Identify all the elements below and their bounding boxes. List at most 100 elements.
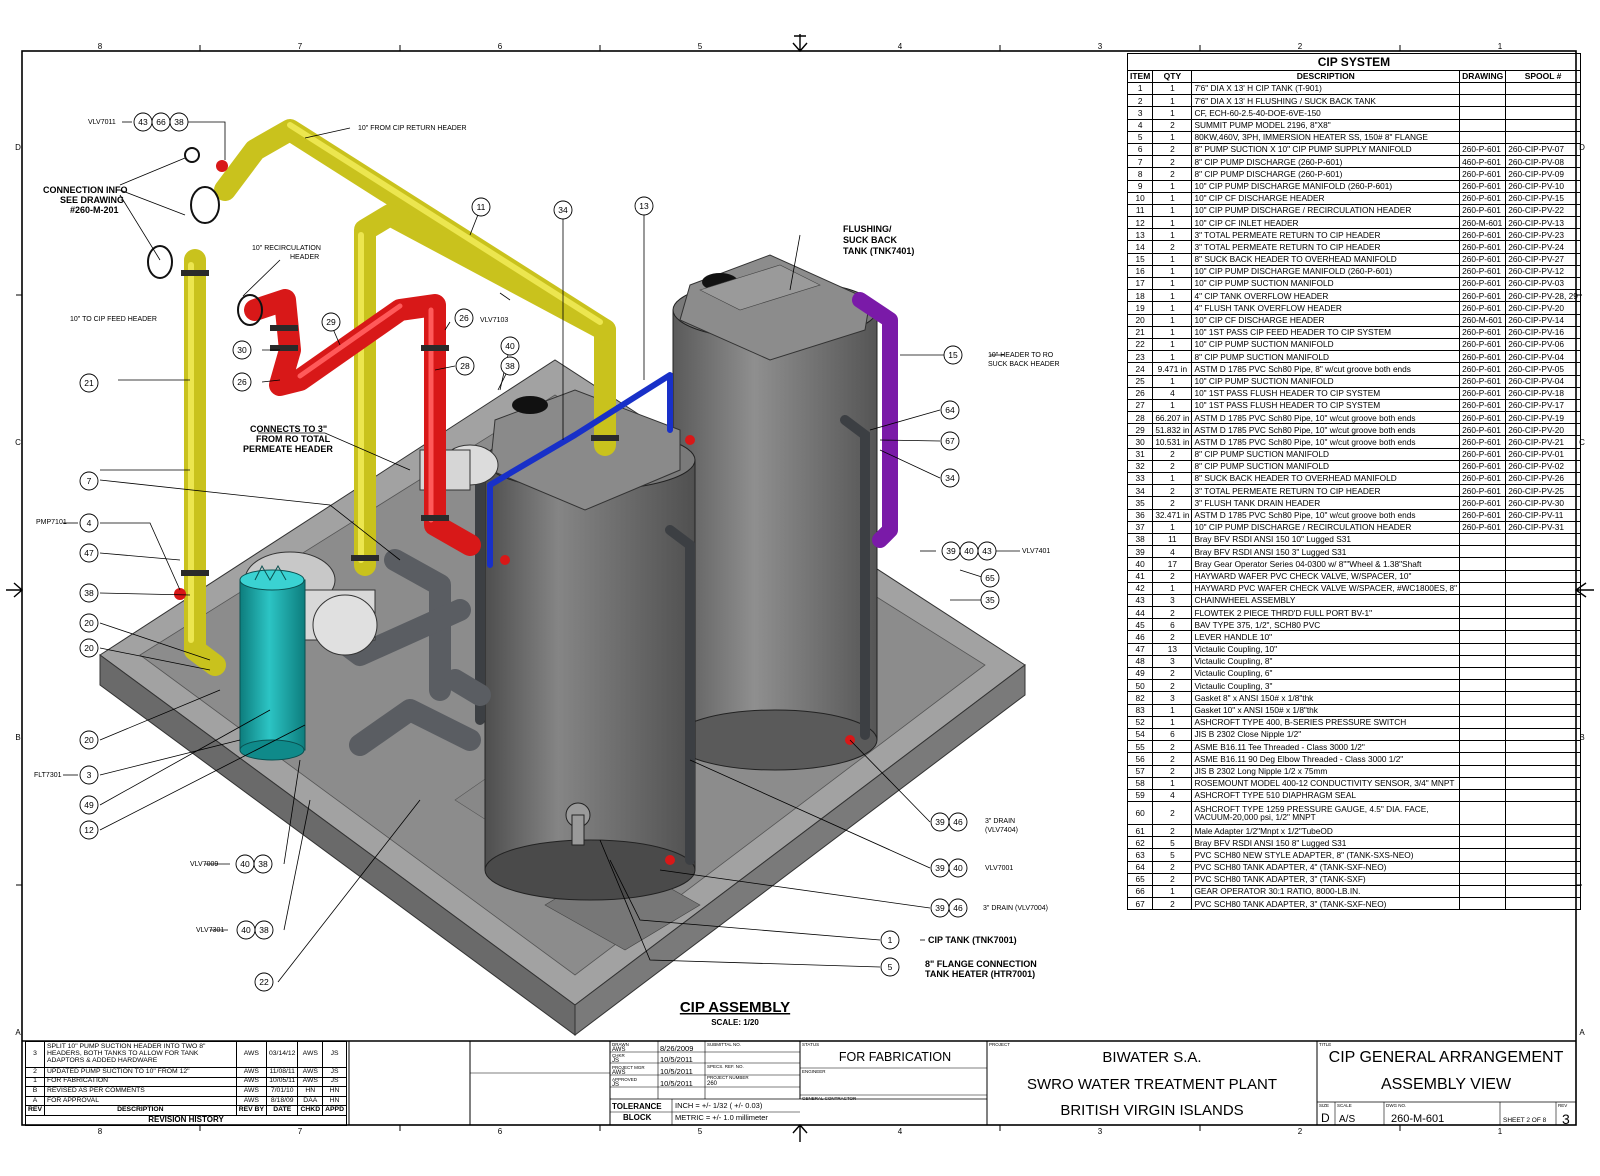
leader-lines [63,121,1020,983]
bom-spool [1505,679,1581,693]
bom-drawing [1459,81,1507,96]
bom-qty: 2 [1152,630,1193,644]
zone-bottom-5: 5 [698,1127,703,1136]
bom-drawing [1459,557,1507,571]
bom-description: 8" SUCK BACK HEADER TO OVERHEAD MANIFOLD [1191,471,1461,486]
bom-drawing [1459,545,1507,559]
bom-qty: 1 [1152,191,1193,205]
bom-qty: 1 [1152,337,1193,352]
bom-drawing: 260-P-601 [1459,459,1507,474]
bom-drawing: 260-P-601 [1459,350,1507,364]
bom-description: GEAR OPERATOR 30:1 RATIO, 8000-LB.IN. [1191,884,1461,899]
bom-item: 38 [1126,532,1154,547]
rev-description: FOR APPROVAL [43,1095,237,1107]
rev-appd: HN [322,1095,347,1107]
bubble-39: 39 [935,903,945,913]
bom-drawing: 260-P-601 [1459,289,1507,303]
bubble-3: 3 [87,770,92,780]
bom-spool [1505,666,1581,681]
bom-description: Bray BFV RSDI ANSI 150 10" Lugged S31 [1191,532,1461,547]
bom-title: CIP SYSTEM [1127,53,1581,71]
bom-qty: 2 [1152,142,1193,157]
bom-item: 35 [1126,496,1154,510]
bubble-40: 40 [241,925,251,935]
bom-drawing [1459,691,1507,705]
bom-spool: 260-CIP-PV-16 [1505,325,1581,339]
blue-permeate-pipe [487,372,673,568]
status-label: STATUS [802,1042,819,1047]
bom-item: 31 [1126,447,1154,461]
check-label: CHKR [612,1053,626,1058]
bom-spool [1505,824,1581,838]
bom-description: 4" CIP TANK OVERFLOW HEADER [1191,289,1461,303]
zone-bottom-7: 7 [298,1127,303,1136]
cip-system-bill-of-materials: CIP SYSTEM ITEM QTY DESCRIPTION DRAWING … [1126,53,1581,911]
bom-spool: 260-CIP-PV-20 [1505,301,1581,315]
bom-item: 62 [1126,836,1154,850]
zone-left-a: A [15,1028,21,1037]
bom-drawing: 260-P-601 [1459,203,1507,218]
bom-qty: 1 [1152,301,1193,315]
revision-history-label: REVISION HISTORY [25,1114,347,1126]
bom-item: 42 [1126,581,1154,595]
bom-drawing: 260-P-601 [1459,374,1507,388]
rev-description: FOR FABRICATION [43,1076,237,1088]
zone-top-4: 4 [898,42,903,51]
rev-label: REV [1558,1103,1567,1108]
rev-appd: JS [322,1067,347,1078]
bom-description: FLOWTEK 2 PIECE THRD'D FULL PORT BV-1" [1191,606,1461,620]
rev-by: AWS [235,1067,268,1078]
bom-item: 12 [1126,216,1154,230]
bom-item: 64 [1126,860,1154,874]
bom-spool [1505,801,1581,826]
bom-drawing [1459,532,1507,547]
bom-qty: 1 [1152,520,1193,534]
bom-qty: 2 [1152,447,1193,461]
bom-item: 1 [1126,81,1154,96]
bom-description: 8" CIP PUMP SUCTION MANIFOLD [1191,459,1461,474]
center-arrows [6,34,1594,1142]
bom-drawing: 260-M-601 [1459,313,1507,327]
bom-spool [1505,727,1581,742]
bom-qty: 1 [1152,130,1193,144]
tolerance-inch: INCH = +/- 1/32 ( +/- 0.03) [675,1101,763,1110]
bom-qty: 2 [1152,167,1193,181]
bom-drawing: 260-P-601 [1459,411,1507,425]
bom-spool [1505,848,1581,862]
bom-spool: 260-CIP-PV-18 [1505,386,1581,400]
bom-spool [1505,532,1581,547]
bom-spool [1505,691,1581,705]
bom-drawing: 260-P-601 [1459,276,1507,291]
bom-drawing: 260-P-601 [1459,447,1507,461]
bom-qty: 3 [1152,654,1193,669]
bom-spool: 260-CIP-PV-19 [1505,411,1581,425]
bom-description: 8" CIP PUMP SUCTION MANIFOLD [1191,350,1461,364]
bom-drawing [1459,872,1507,887]
zone-right-d: D [1579,143,1585,152]
bom-item: 8 [1126,167,1154,181]
bom-qty: 2 [1152,496,1193,510]
bom-qty: 2 [1152,606,1193,620]
bubble-34: 34 [945,473,955,483]
rev-number: A [25,1095,45,1107]
bom-qty: 5 [1152,848,1193,862]
bom-item: 10 [1126,191,1154,205]
bom-drawing [1459,897,1507,911]
drawing-title: CIP ASSEMBLY [680,999,790,1016]
bom-spool [1505,81,1581,96]
bom-description: ASME B16.11 90 Deg Elbow Threaded - Clas… [1191,752,1461,766]
bom-drawing [1459,630,1507,644]
bom-qty: 3 [1152,593,1193,608]
bom-description: HAYWARD WAFER PVC CHECK VALVE, W/SPACER,… [1191,569,1461,583]
